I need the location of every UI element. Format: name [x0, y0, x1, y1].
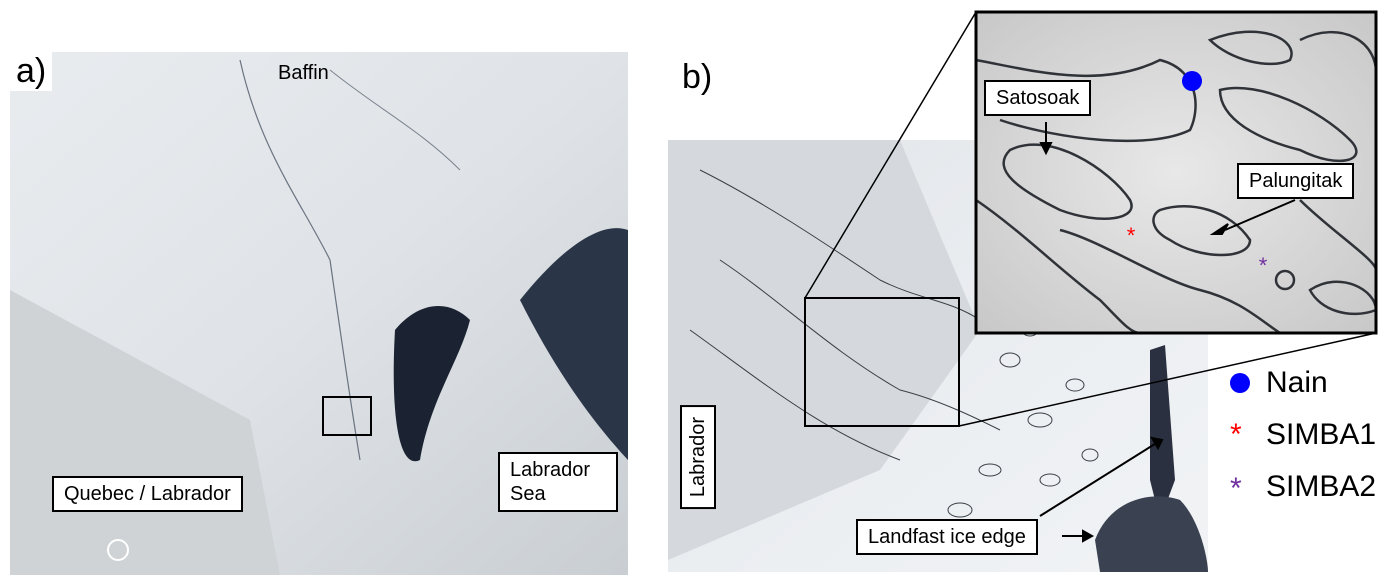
legend-simba1: SIMBA1: [1266, 418, 1377, 451]
legend-simba2: SIMBA2: [1266, 470, 1377, 503]
simba1-asterisk-icon: *: [1230, 418, 1242, 451]
labrador-label: Labrador: [680, 405, 716, 510]
landfast-ice-edge-label: Landfast ice edge: [856, 519, 1038, 555]
baffin-label: Baffin: [278, 62, 329, 84]
simba2-asterisk-icon: *: [1230, 472, 1242, 505]
simba1-marker: *: [1127, 223, 1136, 248]
panel-a-label: a): [10, 52, 53, 91]
satosoak-label: Satosoak: [984, 80, 1092, 116]
zoom-region-box: [804, 297, 960, 427]
palungitak-label: Palungitak: [1237, 163, 1355, 199]
nain-marker: [1182, 71, 1202, 91]
legend-nain: Nain: [1266, 366, 1328, 399]
annotation-arrows: [1039, 122, 1296, 543]
labrador-sea-label: Labrador Sea: [498, 452, 618, 512]
nain-legend-dot-icon: [1230, 373, 1250, 393]
quebec-labrador-label: Quebec / Labrador: [52, 476, 243, 512]
panel-b-label: b): [676, 58, 719, 97]
simba2-marker: *: [1259, 253, 1268, 278]
zoom-region-box: [322, 396, 372, 436]
